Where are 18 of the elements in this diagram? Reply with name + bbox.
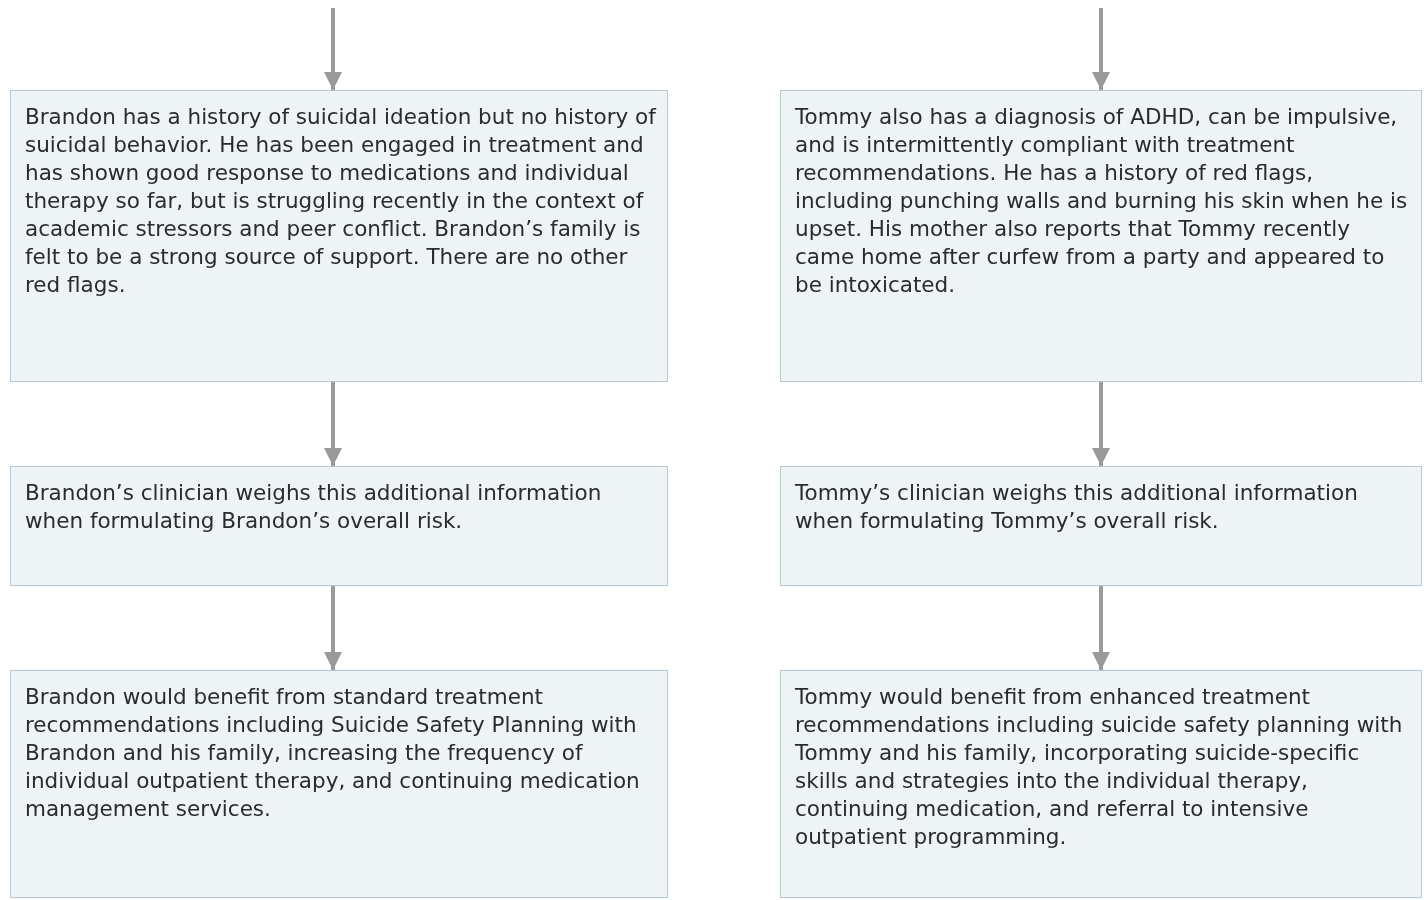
process-box xyxy=(780,670,1422,898)
process-box xyxy=(10,670,668,898)
process-box xyxy=(10,466,668,586)
process-box xyxy=(780,90,1422,382)
arrow xyxy=(1092,586,1110,670)
box-text: Brandon would benefit from standard treatment recommendations including Suicide Safety Planning with Brandon and his family, increasing the frequency of individual outpatient therapy, and continuing medication management services. xyxy=(25,683,641,823)
arrow xyxy=(324,382,342,466)
process-box xyxy=(10,90,668,382)
process-box xyxy=(780,466,1422,586)
box-text: Brandon has a history of suicidal ideation but no history of suicidal behavior. He has been engaged in treatment and has shown good response to medications and individual therapy so far, but is struggling recently in the context of academic stressors and peer conflict. Brandon’s family is felt to be a strong source of support. There are no other red flags. xyxy=(25,103,657,299)
box-text: Tommy’s clinician weighs this additional information when formulating Tommy’s overall risk. xyxy=(795,479,1359,535)
box-text: Tommy would benefit from enhanced treatment recommendations including suicide safety planning with Tommy and his family, incorporating suicide-specific skills and strategies into the individual therapy, continuing medication, and referral to intensive outpatient programming. xyxy=(795,683,1404,851)
arrow xyxy=(1092,8,1110,90)
box-text: Brandon’s clinician weighs this additional information when formulating Brandon’s overall risk. xyxy=(25,479,603,535)
box-text: Tommy also has a diagnosis of ADHD, can be impulsive, and is intermittently compliant with treatment recommendations. He has a history of red flags, including punching walls and burning his skin when he is upset. His mother also reports that Tommy recently came home after curfew from a party and appeared to be intoxicated. xyxy=(795,103,1409,299)
arrow xyxy=(324,8,342,90)
arrow xyxy=(1092,382,1110,466)
arrow xyxy=(324,586,342,670)
